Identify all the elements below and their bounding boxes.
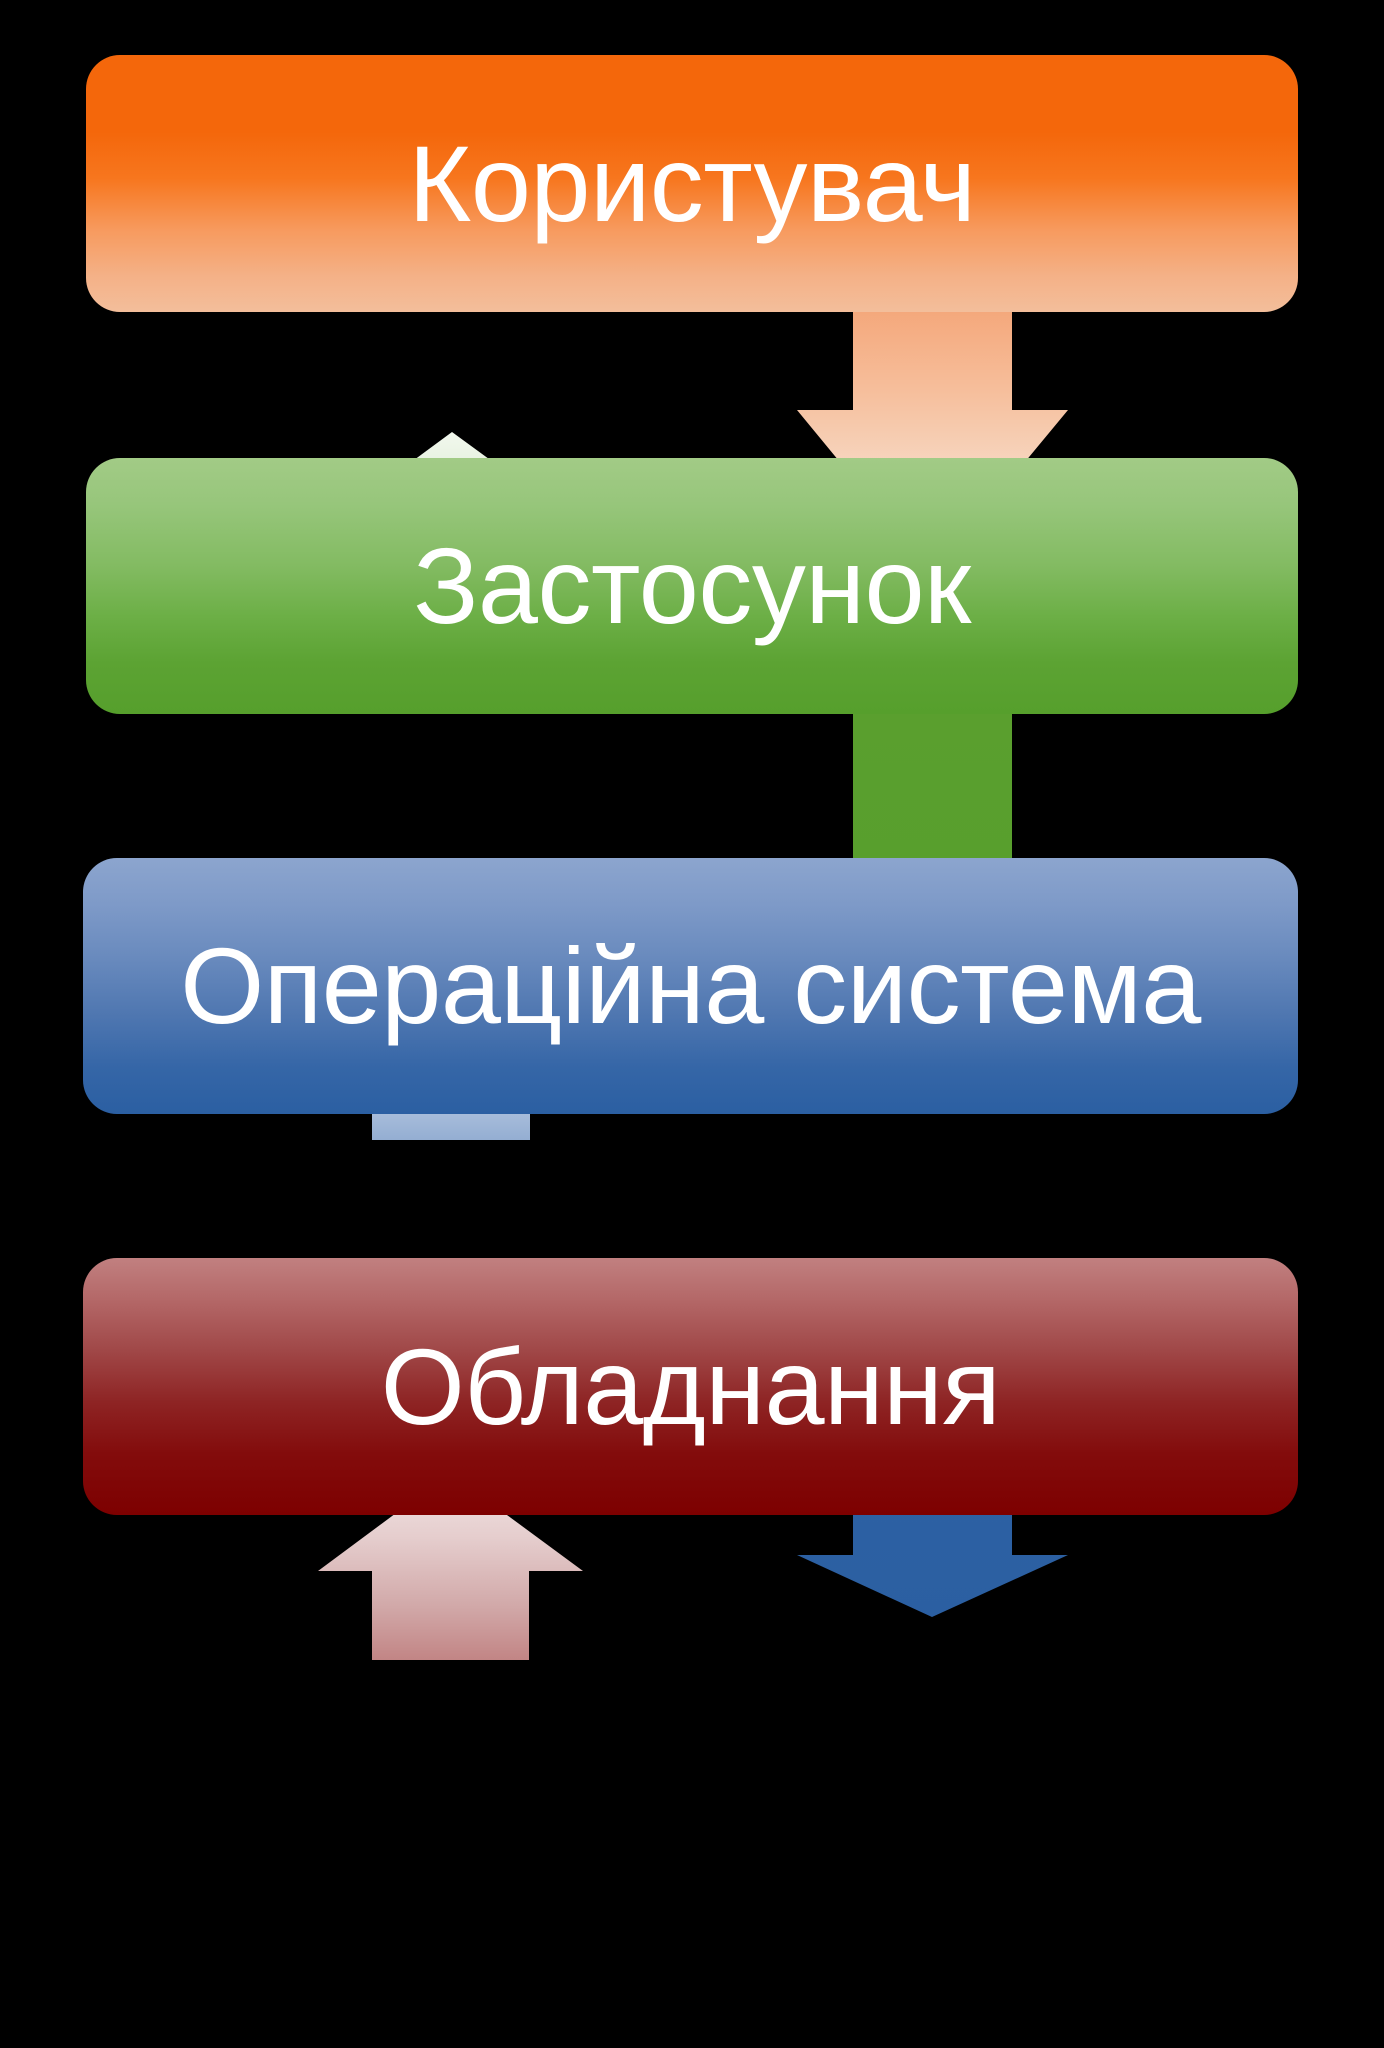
- layer-box-application[interactable]: Застосунок: [86, 458, 1298, 714]
- layer-box-hardware[interactable]: Обладнання: [83, 1258, 1298, 1515]
- layer-box-user[interactable]: Користувач: [86, 55, 1298, 312]
- layer-box-operating-system[interactable]: Операційна система: [83, 858, 1298, 1114]
- layer-label-application: Застосунок: [413, 525, 971, 647]
- layer-label-operating-system: Операційна система: [180, 925, 1201, 1047]
- layer-label-user: Користувач: [408, 122, 976, 244]
- layer-label-hardware: Обладнання: [380, 1325, 1001, 1447]
